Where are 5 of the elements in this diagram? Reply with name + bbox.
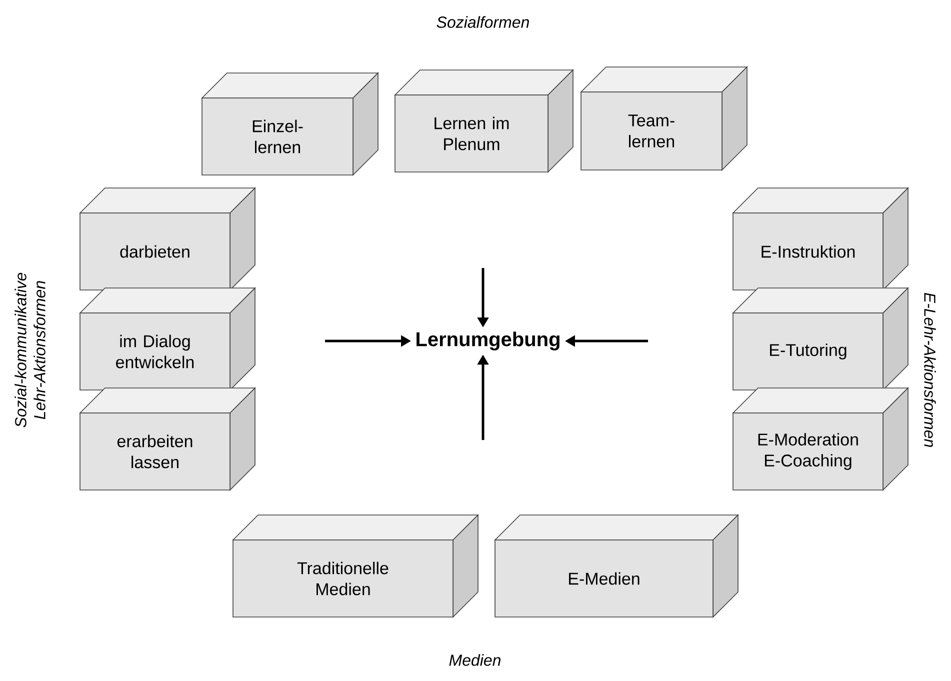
group-title: Medien xyxy=(449,654,500,666)
center-label: Lernumgebung xyxy=(416,332,560,350)
group-title: E-Lehr-Aktionsformen xyxy=(924,292,936,447)
group-title: Sozial-kommunikative Lehr-Aktionsformen xyxy=(14,272,46,428)
group-title: Sozialformen xyxy=(436,16,529,28)
